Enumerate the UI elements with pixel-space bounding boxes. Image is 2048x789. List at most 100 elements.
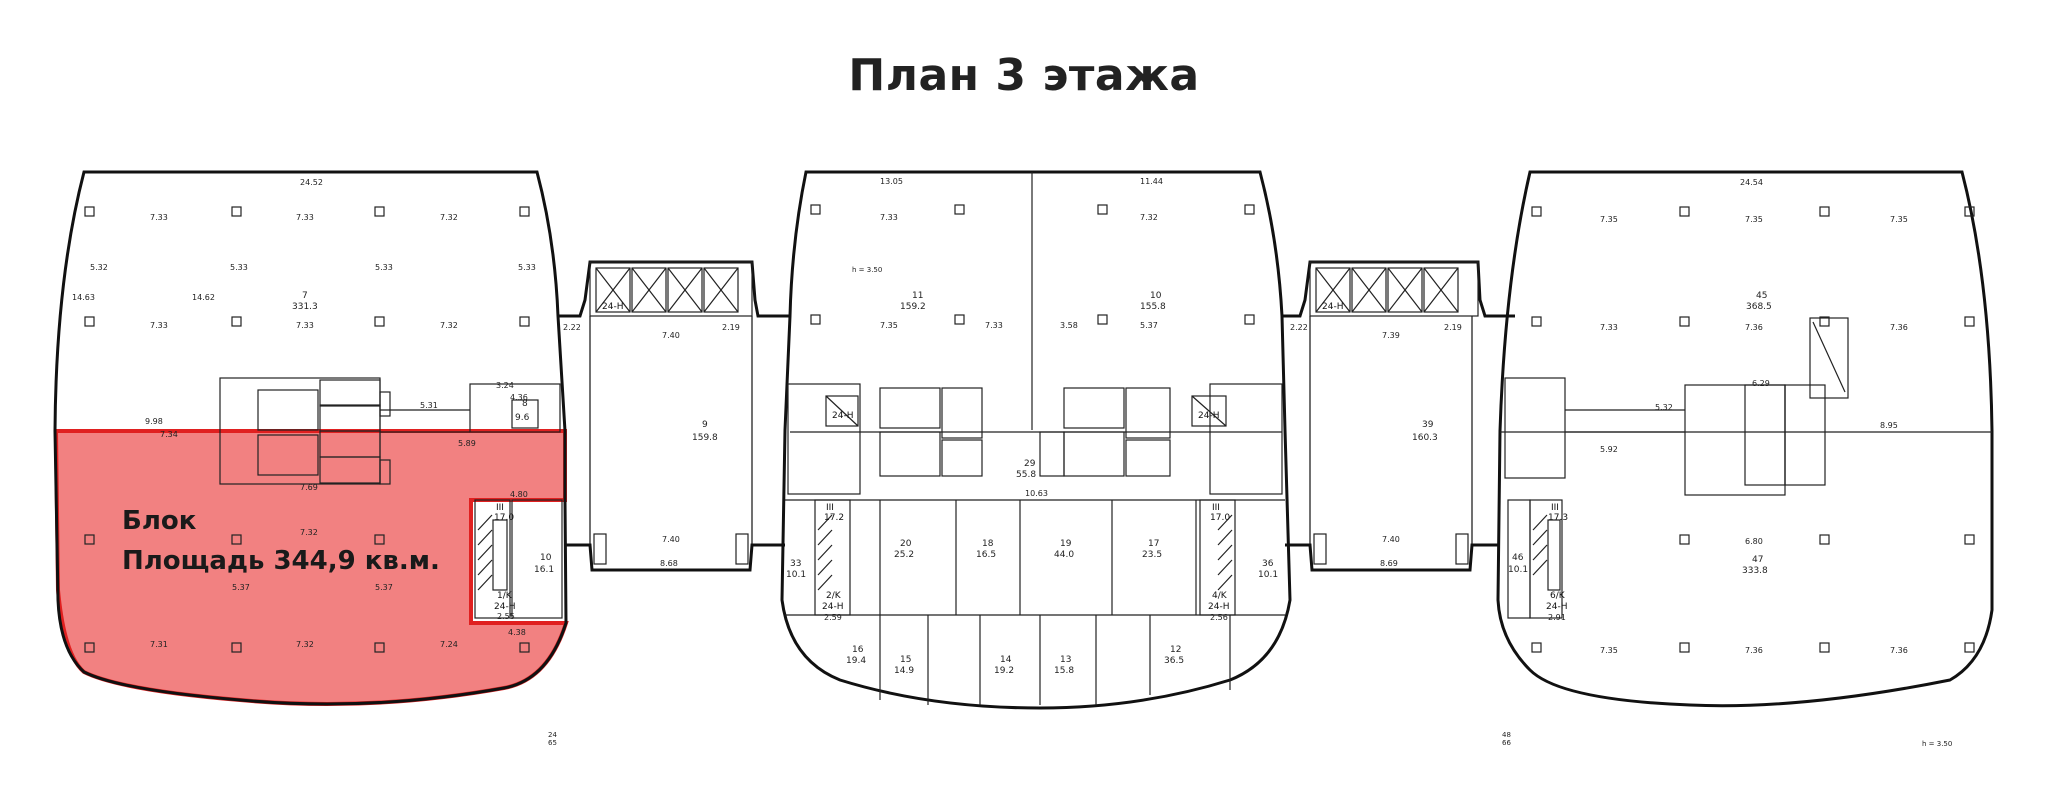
dim-label: 7.33 [150,321,168,330]
dim-label: 7.35 [1890,215,1908,224]
dim-label: 5.33 [518,263,536,272]
dim-label: 7.32 [1140,213,1158,222]
dim-label: 7.31 [150,640,168,649]
dim-label: 24.54 [1740,178,1763,187]
dim-label: 7.32 [300,528,318,537]
room-area: 16.5 [976,550,996,560]
stair-dim: 2.55 [497,612,515,621]
dim-label: 8.69 [1380,559,1398,568]
right-core [1282,260,1515,572]
dim-label: 5.37 [232,583,250,592]
dim-label: 5.33 [230,263,248,272]
dim-label: 5.32 [90,263,108,272]
room-number: 17 [1148,539,1159,549]
room-area: 19.4 [846,656,866,666]
room-number: 15 [900,655,911,665]
dim-label: 7.36 [1745,323,1763,332]
room-number: 46 [1512,553,1524,563]
room-area: 25.2 [894,550,914,560]
dim-label: 5.89 [458,439,476,448]
dim-label: 4.36 [510,393,528,402]
center-wing [780,170,1292,710]
stair-code2: 24-H [1208,602,1229,612]
stair-code: 4/K [1212,591,1228,601]
dim-label: 7.34 [160,430,178,439]
dim-label: 7.35 [1745,215,1763,224]
plan-title: План 3 этажа [848,50,1200,101]
dim-label: 5.31 [420,401,438,410]
dim-label: 9.98 [145,417,163,426]
dim-label: 7.40 [1382,535,1400,544]
stair-code: 2/K [826,591,842,601]
right-wing [1496,170,1994,708]
room-area: 333.8 [1742,566,1768,576]
room-number: 12 [1170,645,1181,655]
stair-dim: 2.91 [1548,613,1566,622]
stair-area: 17.2 [824,513,844,523]
room-number: 9 [702,420,708,430]
dim-label: 13.05 [880,177,903,186]
room-area: 9.6 [515,413,530,423]
shaft-label: 24-H [602,302,623,312]
dim-label: 7.40 [662,331,680,340]
room-area: 368.5 [1746,302,1772,312]
dim-label: 7.36 [1890,646,1908,655]
room-area: 19.2 [994,666,1014,676]
dim-label: 11.44 [1140,177,1163,186]
scale-note: 24 [548,731,557,739]
dim-label: 5.33 [375,263,393,272]
dim-label: 7.36 [1745,646,1763,655]
dim-label: 4.38 [508,628,526,637]
room-number: 19 [1060,539,1072,549]
dim-label: 7.33 [296,321,314,330]
room-area: 10.1 [1508,565,1528,575]
dim-label: 2.22 [1290,323,1308,332]
room-number: 36 [1262,559,1274,569]
dim-label: 7.32 [296,640,314,649]
dim-label: 7.24 [440,640,458,649]
room-number: 7 [302,291,308,301]
left-core [558,260,790,572]
right-elevators [1309,261,1479,565]
room-area: 159.8 [692,433,718,443]
room-number: 18 [982,539,994,549]
dim-label: 4.80 [510,490,528,499]
dim-label: 5.37 [1140,321,1158,330]
dim-label: 7.35 [1600,646,1618,655]
room-area: 16.1 [534,565,554,575]
stair-code2: 24-H [822,602,843,612]
scale-note: 65 [548,739,557,747]
dim-label: 7.33 [880,213,898,222]
dim-label: 10.63 [1025,489,1048,498]
height-note: h = 3.50 [852,266,882,274]
dim-label: 6.80 [1745,537,1763,546]
room-number: 33 [790,559,801,569]
right-wing-labels: 24.54 7.35 7.35 7.35 7.33 7.36 7.36 7.35… [1508,178,1908,655]
room-area: 10.1 [786,570,806,580]
stair-area: 17.0 [1210,513,1230,523]
stair-area: 17.0 [494,513,514,523]
room-number: 11 [912,291,923,301]
room-number: 14 [1000,655,1012,665]
room-area: 155.8 [1140,302,1166,312]
stair-label: III [826,503,834,513]
scale-note: 66 [1502,739,1511,747]
dim-label: 7.36 [1890,323,1908,332]
dim-label: 7.35 [1600,215,1618,224]
room-number: 8 [522,399,528,409]
stair-dim: 2.59 [824,613,842,622]
room-number: 29 [1024,459,1036,469]
shaft-label: 24-H [832,411,853,421]
stair-area: 17.3 [1548,513,1568,523]
dim-label: 3.24 [496,381,514,390]
dim-label: 7.33 [150,213,168,222]
dim-label: 5.92 [1600,445,1618,454]
stair-code2: 24-H [1546,602,1567,612]
room-area: 15.8 [1054,666,1074,676]
room-area: 55.8 [1016,470,1036,480]
dim-label: 7.33 [1600,323,1618,332]
right-wing-inner [1500,206,1992,653]
dim-label: 7.32 [440,213,458,222]
room-number: 20 [900,539,912,549]
stair-code: 1/K [497,591,513,601]
